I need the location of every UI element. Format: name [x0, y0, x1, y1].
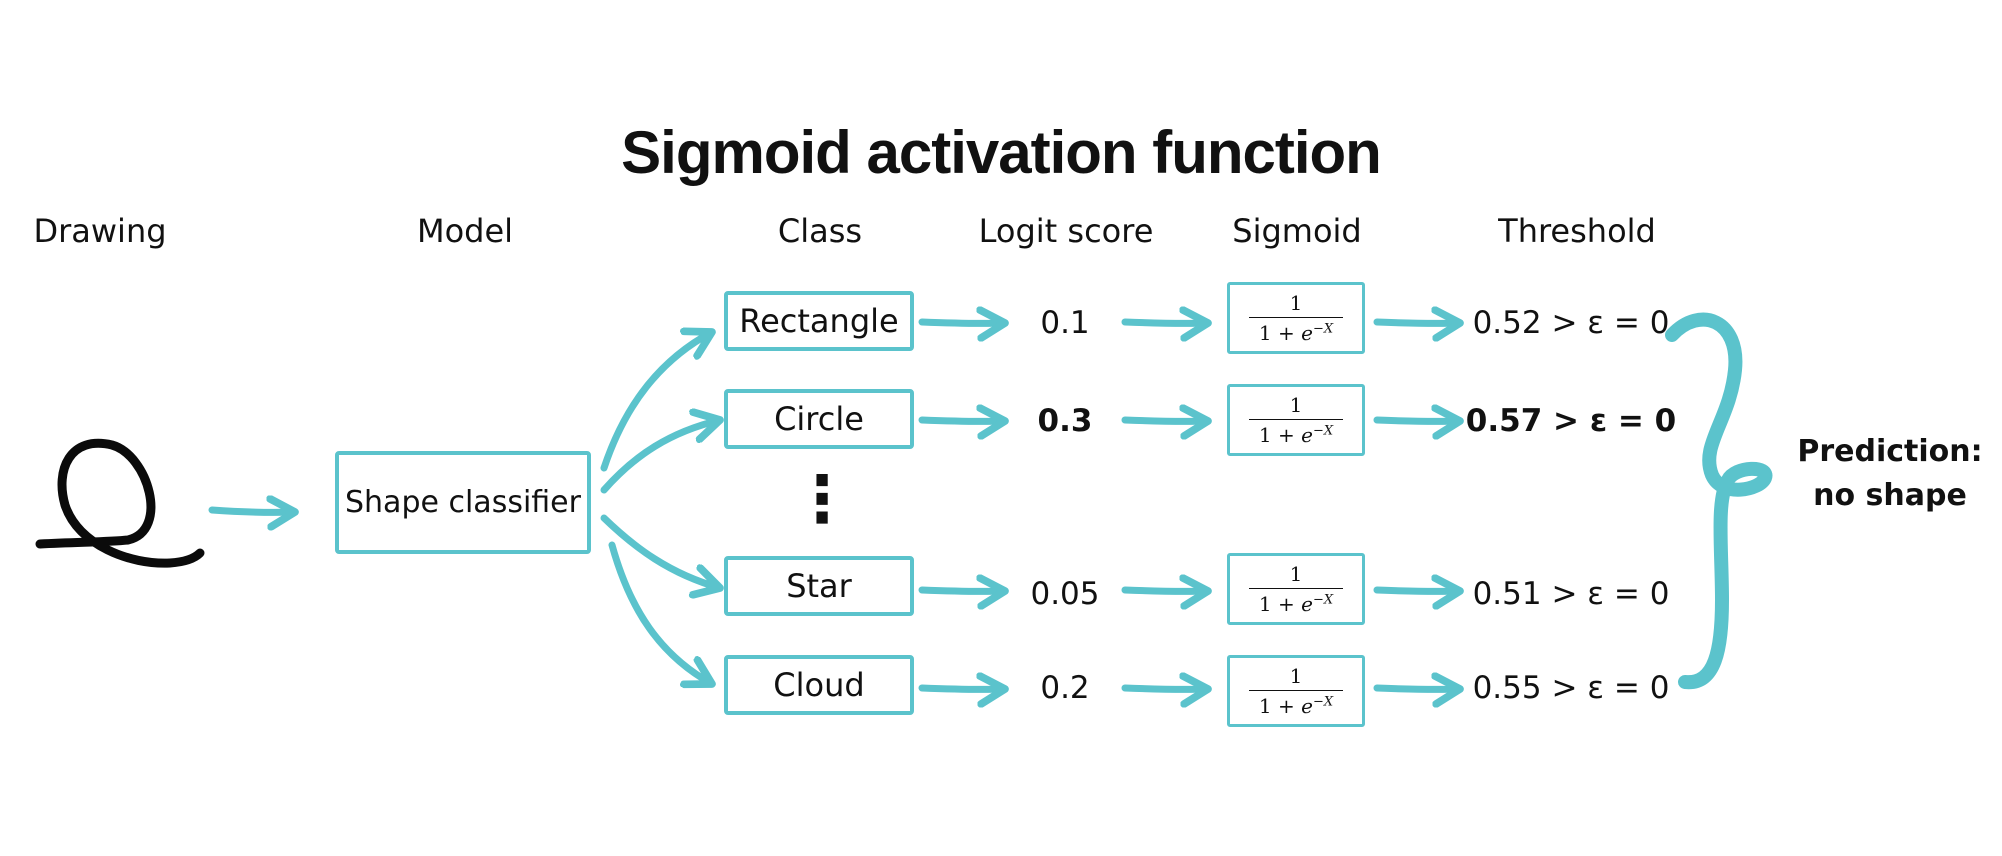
column-header-logit: Logit score — [978, 212, 1154, 250]
threshold-result: 0.52 > ε = 0 — [1472, 305, 1670, 341]
sigmoid-formula: 1 1 + e−X — [1249, 562, 1343, 616]
arrow-class-to-logit-icon — [918, 322, 1005, 323]
column-header-sigmoid: Sigmoid — [1232, 212, 1362, 250]
formula-denominator: 1 + e−X — [1259, 318, 1333, 345]
formula-denominator-prefix: 1 + — [1258, 423, 1302, 447]
logit-value: 0.3 — [1037, 403, 1093, 439]
threshold-result: 0.51 > ε = 0 — [1472, 576, 1670, 612]
formula-numerator: 1 — [1289, 562, 1303, 586]
prediction-value: no shape — [1813, 478, 1967, 513]
sigmoid-formula: 1 1 + e−X — [1249, 664, 1343, 718]
formula-numerator: 1 — [1289, 664, 1303, 688]
class-box-cloud: Cloud — [724, 655, 914, 715]
arrow-logit-to-sigmoid-icon — [1121, 688, 1208, 689]
arrow-sigmoid-to-threshold-icon — [1373, 590, 1460, 591]
sigmoid-formula: 1 1 + e−X — [1249, 291, 1343, 345]
arrow-model-to-cloud-icon — [608, 541, 712, 684]
threshold-result: 0.57 > ε = 0 — [1465, 403, 1677, 439]
arrow-class-to-logit-icon — [918, 688, 1005, 689]
fraction-bar — [1249, 419, 1343, 420]
formula-numerator: 1 — [1289, 291, 1303, 315]
formula-denominator-prefix: 1 + — [1258, 321, 1302, 345]
diagram-title: Sigmoid activation function — [621, 119, 1382, 186]
arrow-model-to-circle-icon — [600, 420, 720, 494]
formula-denominator: 1 + e−X — [1259, 420, 1333, 447]
formula-exponent: −X — [1312, 592, 1334, 608]
sigmoid-formula: 1 1 + e−X — [1249, 393, 1343, 447]
arrow-sigmoid-to-threshold-icon — [1373, 322, 1460, 323]
prediction-label: Prediction: no shape — [1790, 430, 1990, 518]
fraction-bar — [1249, 588, 1343, 589]
formula-numerator: 1 — [1289, 393, 1303, 417]
formula-base: e — [1301, 423, 1313, 447]
fraction-bar — [1249, 690, 1343, 691]
class-box-rectangle: Rectangle — [724, 291, 914, 351]
drawing-sketch-icon — [35, 438, 205, 568]
arrow-sigmoid-to-threshold-icon — [1373, 688, 1460, 689]
formula-base: e — [1301, 321, 1313, 345]
arrow-logit-to-sigmoid-icon — [1121, 590, 1208, 591]
formula-exponent: −X — [1312, 423, 1334, 439]
class-label: Star — [786, 567, 852, 605]
formula-denominator-prefix: 1 + — [1258, 694, 1302, 718]
class-box-circle: Circle — [724, 389, 914, 449]
formula-base: e — [1301, 592, 1313, 616]
model-label: Shape classifier — [345, 485, 581, 520]
sigmoid-formula-box: 1 1 + e−X — [1227, 282, 1365, 354]
formula-denominator: 1 + e−X — [1259, 589, 1333, 616]
arrow-class-to-logit-icon — [918, 420, 1005, 421]
sigmoid-formula-box: 1 1 + e−X — [1227, 655, 1365, 727]
column-header-model: Model — [416, 212, 514, 250]
class-label: Circle — [774, 400, 864, 438]
logit-value: 0.05 — [1030, 576, 1100, 612]
formula-exponent: −X — [1312, 694, 1334, 710]
class-label: Cloud — [773, 666, 865, 704]
class-label: Rectangle — [739, 302, 899, 340]
arrow-model-to-star-icon — [600, 514, 720, 588]
arrow-drawing-to-model-icon — [208, 510, 295, 512]
column-header-drawing: Drawing — [33, 212, 167, 250]
logit-value: 0.2 — [1040, 670, 1090, 706]
column-header-class: Class — [777, 212, 863, 250]
formula-base: e — [1301, 694, 1313, 718]
column-header-threshold: Threshold — [1498, 212, 1656, 250]
arrow-logit-to-sigmoid-icon — [1121, 420, 1208, 421]
fraction-bar — [1249, 317, 1343, 318]
formula-exponent: −X — [1312, 321, 1334, 337]
arrow-class-to-logit-icon — [918, 590, 1005, 591]
sigmoid-formula-box: 1 1 + e−X — [1227, 553, 1365, 625]
formula-denominator-prefix: 1 + — [1258, 592, 1302, 616]
arrow-model-to-rectangle-icon — [600, 332, 712, 472]
sigmoid-formula-box: 1 1 + e−X — [1227, 384, 1365, 456]
curly-brace-icon — [1665, 312, 1773, 690]
formula-denominator: 1 + e−X — [1259, 691, 1333, 718]
arrow-logit-to-sigmoid-icon — [1121, 322, 1208, 323]
model-box: Shape classifier — [335, 451, 591, 554]
class-box-star: Star — [724, 556, 914, 616]
threshold-result: 0.55 > ε = 0 — [1472, 670, 1670, 706]
prediction-heading: Prediction: — [1797, 434, 1983, 469]
arrow-sigmoid-to-threshold-icon — [1373, 420, 1460, 421]
logit-value: 0.1 — [1040, 305, 1090, 341]
ellipsis-indicator: ⋮ — [790, 463, 854, 537]
